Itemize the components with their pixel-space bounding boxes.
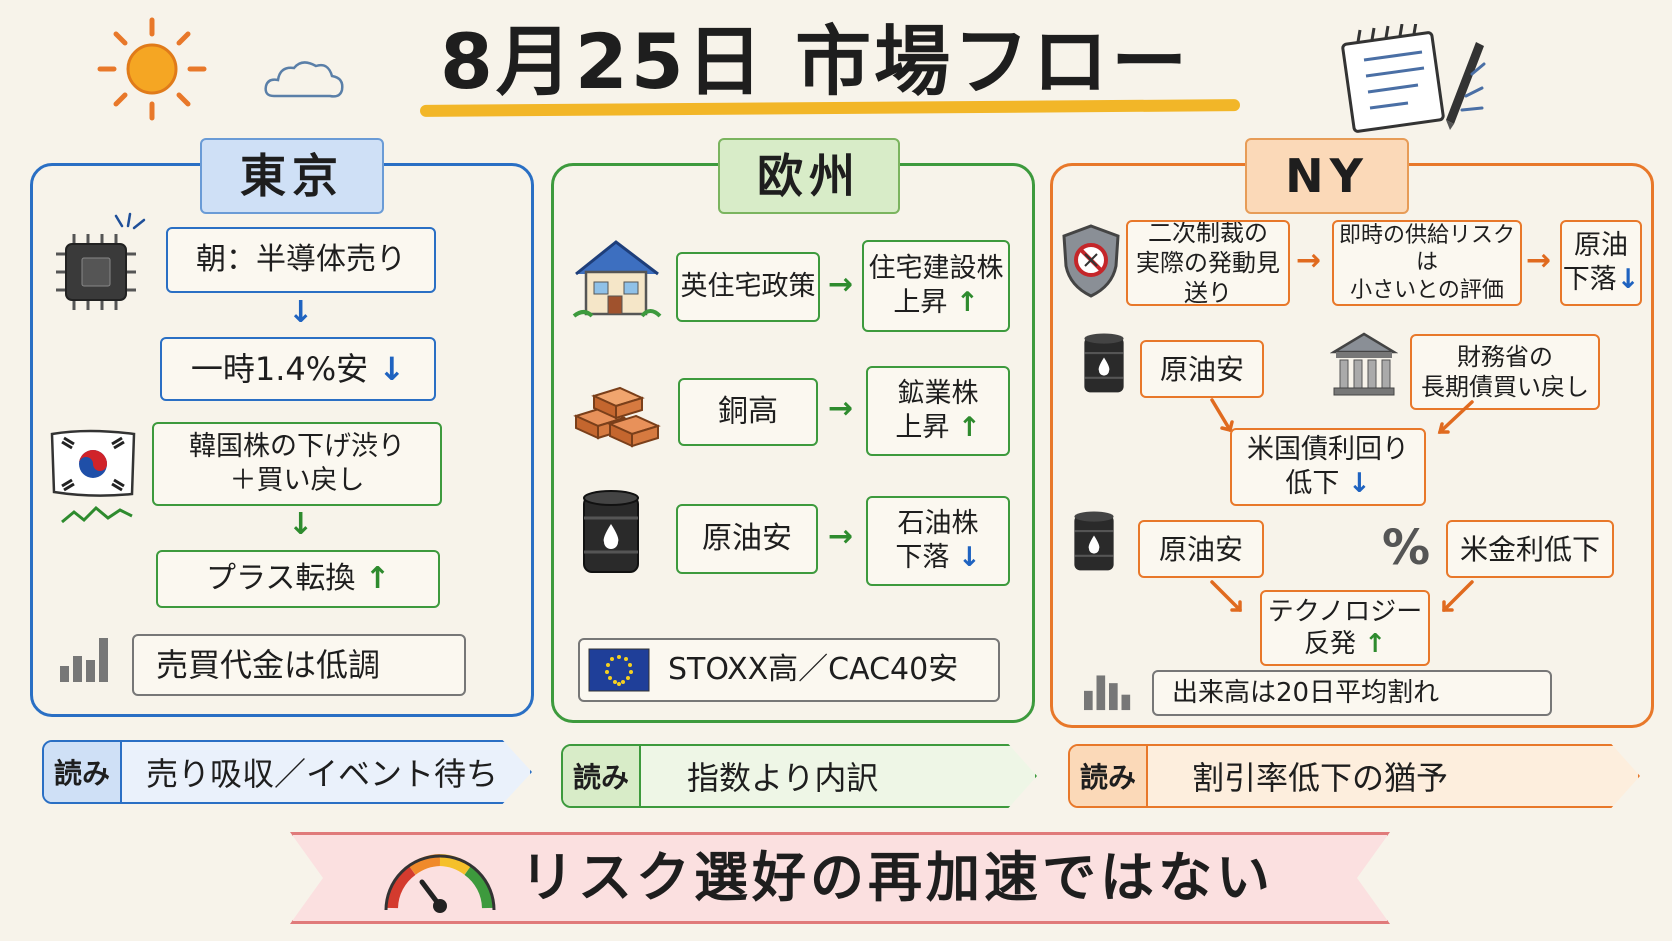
tokyo-plus-text: プラス転換 <box>205 561 356 597</box>
house-icon <box>572 240 662 318</box>
eu-index-text: STOXX高／CAC40安 <box>668 652 959 687</box>
eu-homebuilder-line2: 上昇 <box>893 287 948 318</box>
percent-icon: % <box>1382 520 1431 576</box>
tokyo-step-drop: 一時1.4%安 ↓ <box>160 337 436 401</box>
ny-yield-down: 米国債利回り低下 ↓ <box>1230 428 1426 506</box>
ny-title: NY <box>1245 138 1409 214</box>
conclusion-text: リスク選好の再加速ではない <box>520 846 1274 909</box>
ny-treasury-line1: 財務省の <box>1457 343 1553 371</box>
bar-chart-icon <box>1084 675 1131 711</box>
trend-line-icon <box>61 505 133 524</box>
chip-icon <box>56 234 136 310</box>
ny-supply-risk: 即時の供給リスクは小さいとの評価 <box>1332 220 1522 306</box>
tokyo-volume: 売買代金は低調 <box>132 634 466 696</box>
eu-mining-line2: 上昇 <box>895 412 950 443</box>
tokyo-step-korea-buyback: 韓国株の下げ渋り＋買い戻し <box>152 422 442 506</box>
down-arrow-icon: ↓ <box>378 350 406 388</box>
ny-arrow-1: → <box>1296 243 1322 278</box>
up-arrow-icon: ↑ <box>1364 629 1387 659</box>
bar-chart-icon <box>60 638 108 682</box>
ny-oil-low-1: 原油安 <box>1140 340 1264 398</box>
eu-arrow-1: → <box>828 267 854 302</box>
eu-oil-stocks-line1: 石油株 <box>897 508 979 540</box>
ny-reading: 読み 割引率低下の猶予 <box>1068 744 1640 808</box>
tokyo-korea-line1: 韓国株の下げ渋り <box>189 431 405 463</box>
ny-sanction-postponed: 二次制裁の実際の発動見送り <box>1126 220 1290 306</box>
notepad-pen-icon <box>1341 24 1486 133</box>
eu-oil-low: 原油安 <box>676 504 818 574</box>
tokyo-title: 東京 <box>200 138 384 214</box>
ny-arrow-2: → <box>1526 243 1552 278</box>
europe-reading-tag: 読み <box>563 746 642 806</box>
bank-building-icon <box>1330 332 1398 396</box>
down-arrow-icon: ↓ <box>957 542 981 573</box>
shield-sanction-icon <box>1062 224 1120 298</box>
europe-reading: 読み 指数より内訳 <box>561 744 1037 808</box>
oil-barrel-icon <box>1084 333 1124 393</box>
ny-yield-line2: 低下 <box>1285 468 1340 499</box>
ny-supply-line2: 小さいとの評価 <box>1350 277 1504 303</box>
tokyo-korea-line2: ＋買い戻し <box>229 465 365 496</box>
ny-oil-fall: 原油下落↓ <box>1560 220 1642 306</box>
eu-mining-stocks: 鉱業株上昇 ↑ <box>866 366 1010 456</box>
ny-treasury-line2: 長期債買い戻し <box>1421 373 1589 401</box>
eu-arrow-3: → <box>828 519 854 554</box>
eu-flag-icon <box>588 648 650 692</box>
ny-tech-line2: 反発 <box>1303 629 1356 659</box>
ny-oil-low-2: 原油安 <box>1138 520 1264 578</box>
ny-tech-rebound: テクノロジー反発 ↑ <box>1260 590 1430 666</box>
europe-reading-text: 指数より内訳 <box>687 759 879 797</box>
ny-sanction-line2: 実際の発動見送り <box>1136 249 1280 306</box>
ny-treasury-buyback: 財務省の長期債買い戻し <box>1410 334 1600 410</box>
tokyo-arrow-down-2: ↓ <box>288 507 314 542</box>
ny-sanction-line1: 二次制裁の <box>1148 220 1268 247</box>
tokyo-step-semiconductor-sell: 朝：半導体売り <box>166 227 436 293</box>
sun-icon <box>97 17 207 121</box>
gauge-icon <box>384 854 496 913</box>
ny-yield-line1: 米国債利回り <box>1247 434 1409 466</box>
up-arrow-icon: ↑ <box>955 287 979 318</box>
eu-arrow-2: → <box>828 391 854 426</box>
ny-oil-fall-line2: 下落 <box>1562 264 1617 295</box>
tokyo-step-plus: プラス転換 ↑ <box>156 550 440 608</box>
tokyo-reading-tag: 読み <box>44 742 123 802</box>
tokyo-reading-text: 売り吸収／イベント待ち <box>146 755 499 793</box>
page-title: 8月25日 市場フロー <box>440 17 1191 106</box>
down-arrow-icon: ↓ <box>1616 264 1640 295</box>
eu-copper-high: 銅高 <box>678 378 818 446</box>
cloud-icon <box>264 61 344 98</box>
copper-bars-icon <box>573 386 661 448</box>
up-arrow-icon: ↑ <box>364 561 391 597</box>
oil-barrel-icon <box>583 490 639 573</box>
ny-supply-line1: 即時の供給リスクは <box>1338 222 1515 276</box>
ny-rate-down: 米金利低下 <box>1446 520 1614 578</box>
ny-reading-text: 割引率低下の猶予 <box>1192 759 1449 797</box>
tokyo-reading: 読み 売り吸収／イベント待ち <box>42 740 532 804</box>
eu-oil-stocks-line2: 下落 <box>895 542 950 573</box>
eu-mining-line1: 鉱業株 <box>897 378 979 410</box>
eu-uk-housing-policy: 英住宅政策 <box>676 252 820 322</box>
ny-oil-fall-line1: 原油 <box>1574 230 1628 262</box>
ny-volume: 出来高は20日平均割れ <box>1152 670 1552 716</box>
tokyo-arrow-down-1: ↓ <box>288 295 314 330</box>
down-arrow-icon: ↓ <box>1347 468 1371 499</box>
up-arrow-icon: ↑ <box>957 412 981 443</box>
ny-tech-line1: テクノロジー <box>1267 596 1423 627</box>
korea-flag-icon <box>50 429 136 497</box>
ny-reading-tag: 読み <box>1070 746 1149 806</box>
oil-barrel-icon <box>1074 511 1114 571</box>
europe-title: 欧州 <box>718 138 900 214</box>
flow-arrows-icon <box>1210 580 1474 612</box>
eu-homebuilder-stocks: 住宅建設株上昇 ↑ <box>862 240 1010 332</box>
tokyo-step-drop-text: 一時1.4%安 <box>190 350 369 388</box>
eu-oil-stocks: 石油株下落 ↓ <box>866 496 1010 586</box>
sparkle-icon <box>114 212 146 230</box>
eu-homebuilder-line1: 住宅建設株 <box>868 253 1004 285</box>
